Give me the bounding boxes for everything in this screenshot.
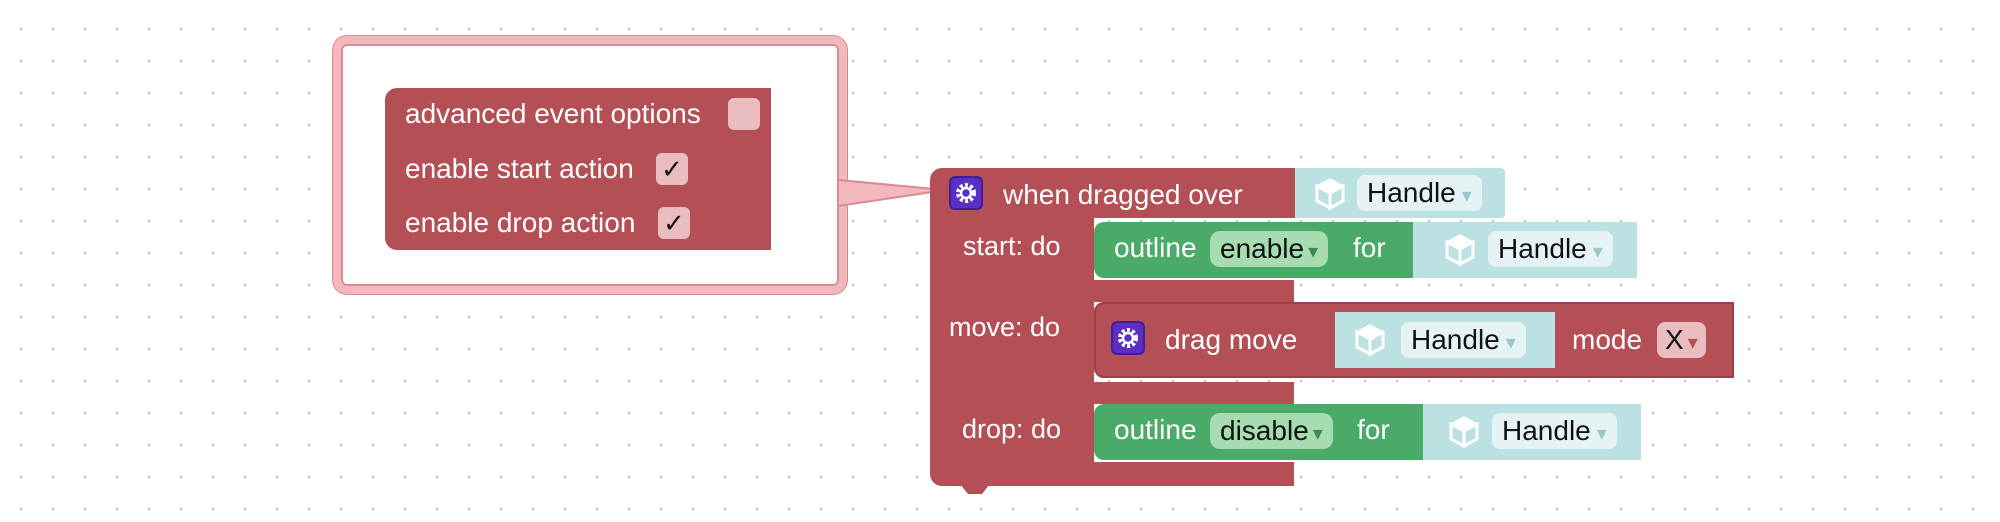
advanced-options-checkbox[interactable] [728,98,760,130]
cube-icon [1355,324,1385,357]
move-target-value: Handle [1411,324,1500,355]
event-block-spine [930,210,1094,486]
drop-mode-dropdown[interactable]: disable▾ [1210,413,1333,449]
start-do-label: start: do [963,231,1061,261]
option-label-drop: enable drop action [405,207,636,238]
cube-icon [1445,234,1475,267]
event-block-arm-move [1090,382,1294,404]
event-block-bottom-notch [960,484,990,494]
drop-mode-value: disable [1220,415,1309,446]
start-for-label: for [1353,232,1386,263]
move-mode-dropdown[interactable]: X▾ [1657,322,1706,358]
mutator-gear-button[interactable] [949,176,983,210]
cube-icon [1315,178,1345,211]
move-mode-value: X [1665,324,1684,355]
start-target-value: Handle [1498,233,1587,264]
drop-outline-verb: outline [1114,414,1197,445]
drop-do-label: drop: do [962,414,1062,444]
move-target-dropdown[interactable]: Handle▾ [1401,322,1526,358]
drop-target-dropdown[interactable]: Handle▾ [1492,413,1617,449]
move-do-label: move: do [949,312,1061,342]
drag-move-verb: drag move [1165,324,1298,355]
move-mode-label: mode [1572,324,1643,355]
start-mode-dropdown[interactable]: enable▾ [1210,231,1329,267]
option-label-start: enable start action [405,153,634,184]
enable-start-checkbox[interactable]: ✓ [656,153,688,185]
option-label-advanced: advanced event options [405,98,701,129]
chevron-down-icon: ▾ [1312,423,1323,445]
chevron-down-icon: ▾ [1592,241,1603,263]
event-block-header[interactable] [930,168,1296,218]
event-target-value: Handle [1367,177,1456,208]
chevron-down-icon: ▾ [1505,332,1516,354]
event-block-arm-bottom [1090,462,1294,486]
chevron-down-icon: ▾ [1687,332,1698,354]
drop-target-value: Handle [1502,415,1591,446]
chevron-down-icon: ▾ [1596,423,1607,445]
drag-move-gear-button[interactable] [1111,321,1145,355]
event-target-dropdown[interactable]: Handle▾ [1357,175,1482,211]
chevron-down-icon: ▾ [1461,185,1472,207]
chevron-down-icon: ▾ [1308,241,1319,263]
mutator-panel [385,88,771,250]
start-outline-verb: outline [1114,232,1197,263]
gear-icon [1118,328,1138,348]
start-target-dropdown[interactable]: Handle▾ [1488,231,1613,267]
drop-for-label: for [1357,414,1390,445]
event-block-arm-start [1090,280,1294,302]
event-title: when dragged over [1003,179,1243,210]
start-mode-value: enable [1220,233,1305,264]
gear-icon [956,183,976,203]
enable-drop-checkbox[interactable]: ✓ [658,207,690,239]
cube-icon [1449,416,1479,449]
mutator-bubble-tail [838,178,947,208]
